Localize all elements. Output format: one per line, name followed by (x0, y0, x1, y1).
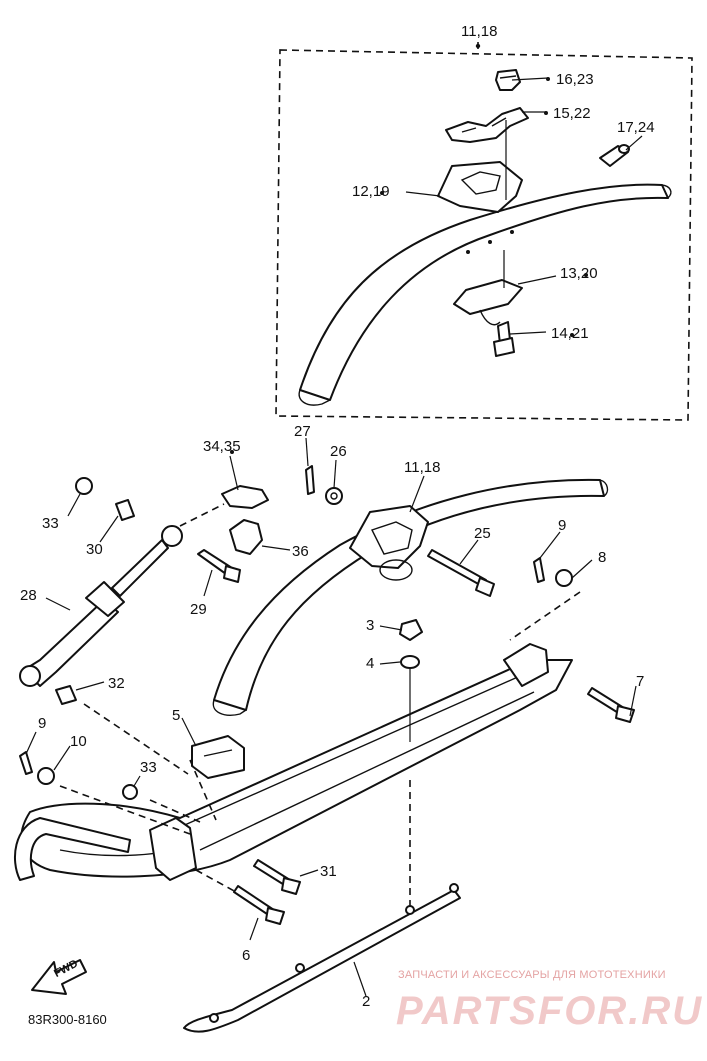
nut-33-upper (75, 477, 93, 495)
callout-9-right: 9 (558, 517, 566, 534)
spring-seat-assembly (349, 505, 429, 581)
watermark-brand: PARTSFOR.RU (396, 989, 703, 1033)
inset-nut (495, 69, 521, 91)
bolt-25 (427, 549, 495, 597)
callout-17-24: 17,24 (617, 119, 655, 136)
callout-28: 28 (20, 587, 37, 604)
castle-nut-26 (325, 487, 343, 505)
callout-5: 5 (172, 707, 180, 724)
callout-10: 10 (70, 733, 87, 750)
callout-12-19: 12,19 (352, 183, 390, 200)
bolt-7 (587, 687, 635, 723)
ski-mount-bracket (149, 643, 549, 881)
collar-32 (55, 685, 77, 705)
inset-spring-seat (437, 120, 523, 213)
callout-4: 4 (366, 655, 374, 672)
leader-lines (25, 77, 643, 997)
stopper-36 (229, 519, 263, 555)
watermark-caption: ЗАПЧАСТИ И АКСЕССУАРЫ ДЛЯ МОТОТЕХНИКИ (398, 969, 666, 981)
inset-clamp-bracket (445, 107, 529, 143)
callout-29: 29 (190, 601, 207, 618)
callout-15-22: 15,22 (553, 105, 591, 122)
inset-leaf-spring (298, 183, 672, 406)
callout-36: 36 (292, 543, 309, 560)
callout-6: 6 (242, 947, 250, 964)
callout-33-upper: 33 (42, 515, 59, 532)
callout-34-35: 34,35 (203, 438, 241, 455)
washer-4 (400, 655, 420, 669)
forward-direction-arrow: FWD (31, 958, 87, 995)
drawing-code: 83R300-8160 (28, 1012, 107, 1027)
bolt-31 (253, 859, 301, 895)
callout-31: 31 (320, 863, 337, 880)
callout-7: 7 (636, 673, 644, 690)
callout-8: 8 (598, 549, 606, 566)
callout-16-23: 16,23 (556, 71, 594, 88)
shock-absorber (19, 525, 183, 687)
callout-25: 25 (474, 525, 491, 542)
callout-2: 2 (362, 993, 370, 1010)
callout-33-lower: 33 (140, 759, 157, 776)
bolt-6 (233, 885, 285, 925)
callout-32: 32 (108, 675, 125, 692)
wear-bar (183, 883, 461, 1033)
callout-11-18-mid: 11,18 (404, 459, 440, 476)
collar-30 (115, 499, 135, 521)
bracket-34 (221, 485, 269, 509)
watermark: ЗАПЧАСТИ И АКСЕССУАРЫ ДЛЯ МОТОТЕХНИКИ PA… (396, 969, 703, 1033)
cotter-pin-27 (305, 465, 315, 495)
callout-3: 3 (366, 617, 374, 634)
callout-30: 30 (86, 541, 103, 558)
callout-13-20: 13,20 (560, 265, 598, 282)
callout-9-left: 9 (38, 715, 46, 732)
inset-bolt (493, 321, 515, 357)
callout-11-18-top: 11,18 (461, 23, 497, 40)
callout-27: 27 (294, 423, 311, 440)
inset-spring-plate (453, 250, 523, 326)
castle-nut-8 (555, 569, 573, 587)
bolt-29 (197, 549, 241, 583)
cotter-pin-9-left (19, 751, 33, 775)
castle-nut-10 (37, 767, 55, 785)
callout-14-21: 14,21 (551, 325, 589, 342)
bracket-5 (191, 735, 245, 779)
ski-loop-handle (13, 817, 131, 881)
callouts: 11,18 16,23 15,22 17,24 12,19 13,20 14,2… (20, 23, 655, 1010)
leaf-spring-detail-inset (275, 42, 693, 421)
inset-collar (599, 144, 630, 167)
cotter-pin-9-right (533, 557, 545, 583)
callout-26: 26 (330, 443, 347, 460)
nut-3 (399, 619, 423, 641)
nut-33-lower (122, 784, 138, 800)
